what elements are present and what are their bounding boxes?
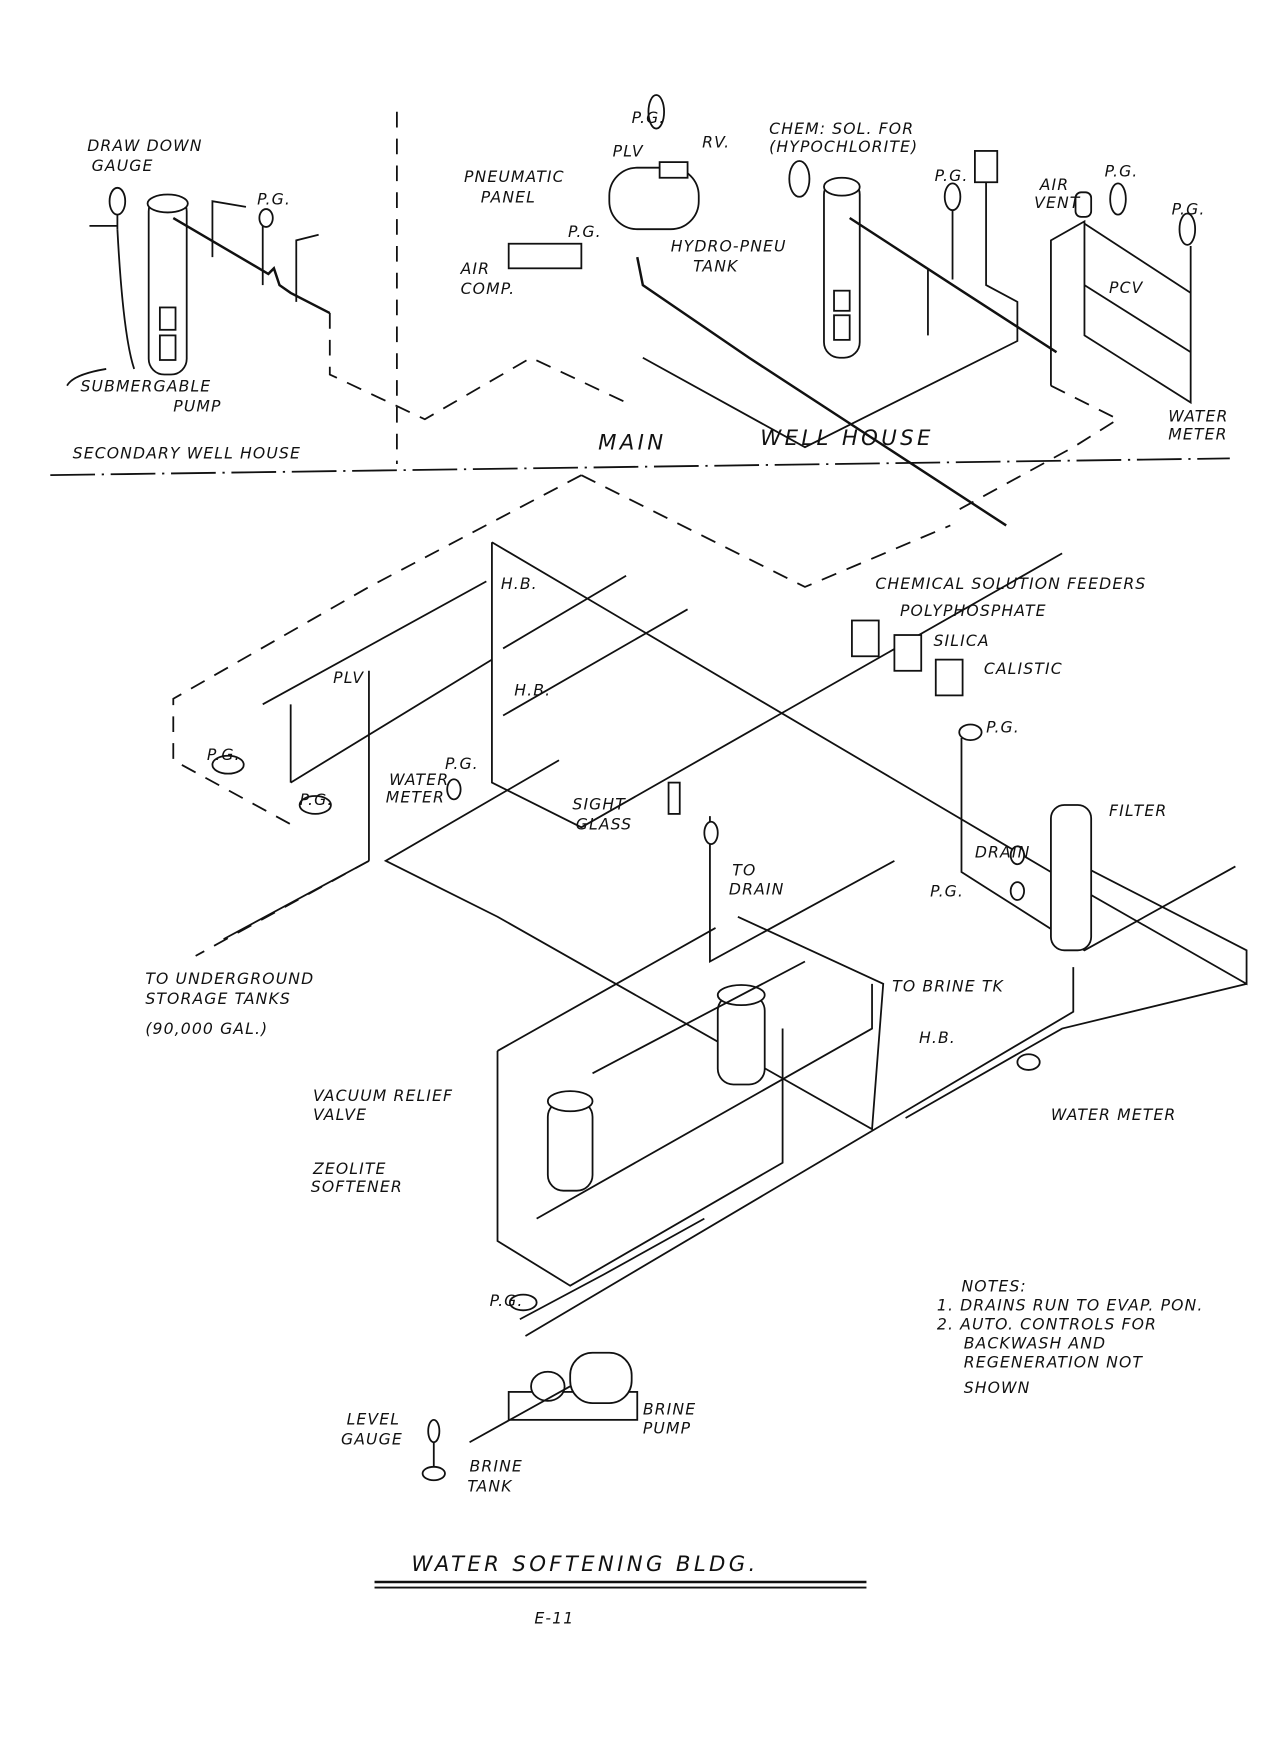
- label-draw-down-gauge-2: GAUGE: [92, 156, 154, 175]
- label-water-meter-2: METER: [1168, 424, 1227, 443]
- label-to-storage-3: (90,000 GAL.): [145, 1019, 268, 1038]
- label-pg: P.G.: [445, 754, 479, 773]
- note-line: SHOWN: [964, 1378, 1031, 1397]
- label-zeolite-1: ZEOLITE: [312, 1159, 386, 1178]
- main-well-house-title-2: WELL HOUSE: [760, 426, 933, 451]
- label-water-meter-left-2: METER: [386, 788, 445, 807]
- label-to-brine-tk: TO BRINE TK: [892, 977, 1004, 996]
- label-pcv: PCV: [1109, 278, 1144, 297]
- secondary-well: [66, 186, 627, 421]
- label-hb: H.B.: [514, 680, 551, 699]
- label-vacuum-relief-2: VALVE: [313, 1105, 367, 1124]
- label-chem-sol-2: (HYPOCHLORITE): [769, 137, 918, 156]
- label-brine-tank-1: BRINE: [470, 1456, 523, 1475]
- label-hydro-tank-1: HYDRO-PNEU: [671, 237, 787, 256]
- main-well: [507, 94, 1197, 527]
- label-zeolite-2: SOFTENER: [311, 1177, 403, 1196]
- note-line: BACKWASH AND: [964, 1333, 1107, 1352]
- section-divider-horizontal: [50, 457, 1230, 477]
- label-submergable-pump-2: PUMP: [173, 396, 221, 415]
- label-chem-feeders: CHEMICAL SOLUTION FEEDERS: [875, 574, 1146, 593]
- softening-piping: [172, 474, 1248, 1482]
- label-pg: P.G.: [935, 166, 969, 185]
- label-air-comp-1: AIR: [460, 259, 491, 278]
- label-silica: SILICA: [934, 631, 990, 650]
- label-pg: P.G.: [300, 790, 334, 809]
- label-to-storage-1: TO UNDERGROUND: [145, 969, 314, 988]
- label-pg: P.G.: [986, 717, 1020, 736]
- label-pg: P.G.: [257, 190, 291, 209]
- label-draw-down-gauge-1: DRAW DOWN: [87, 136, 202, 155]
- label-sight-glass-2: GLASS: [576, 815, 632, 834]
- label-pneumatic-panel-1: PNEUMATIC: [464, 167, 565, 186]
- label-brine-pump-1: BRINE: [643, 1399, 696, 1418]
- label-pg-panel: P.G.: [568, 222, 602, 241]
- label-brine-tank-2: TANK: [467, 1476, 513, 1495]
- label-rv: RV.: [702, 133, 730, 152]
- label-pg: P.G.: [207, 745, 241, 764]
- label-hb: H.B.: [919, 1028, 956, 1047]
- label-to-drain-2: DRAIN: [729, 879, 785, 898]
- label-air-comp-2: COMP.: [461, 279, 516, 298]
- label-to-storage-2: STORAGE TANKS: [145, 989, 291, 1008]
- label-to-drain-1: TO: [732, 860, 756, 879]
- drawing-title: WATER SOFTENING BLDG.: [411, 1552, 758, 1577]
- sheet-number: E-11: [534, 1608, 574, 1627]
- label-chem-sol-1: CHEM: SOL. FOR: [769, 119, 914, 138]
- label-vacuum-relief-1: VACUUM RELIEF: [313, 1086, 453, 1105]
- label-pg: P.G.: [930, 882, 964, 901]
- label-level-gauge-1: LEVEL: [347, 1409, 400, 1428]
- label-pg: P.G.: [1105, 162, 1139, 181]
- label-pneumatic-panel-2: PANEL: [481, 187, 536, 206]
- note-line: 2. AUTO. CONTROLS FOR: [937, 1314, 1157, 1333]
- notes: NOTES: 1. DRAINS RUN TO EVAP. PON. 2. AU…: [937, 1276, 1204, 1397]
- label-pg: P.G.: [632, 108, 666, 127]
- label-water-meter-left-1: WATER: [389, 770, 449, 789]
- label-hydro-tank-2: TANK: [693, 257, 739, 276]
- notes-heading: NOTES:: [961, 1276, 1026, 1295]
- label-filter: FILTER: [1109, 801, 1167, 820]
- label-brine-pump-2: PUMP: [643, 1418, 691, 1437]
- label-air-vent-2: VENT: [1034, 193, 1081, 212]
- label-polyphosphate: POLYPHOSPHATE: [900, 601, 1047, 620]
- label-level-gauge-2: GAUGE: [341, 1429, 403, 1448]
- label-sight-glass-1: SIGHT: [572, 794, 626, 813]
- label-drain: DRAIN: [975, 843, 1031, 862]
- note-line: 1. DRAINS RUN TO EVAP. PON.: [937, 1295, 1204, 1314]
- label-pg: P.G.: [490, 1291, 524, 1310]
- label-air-vent-1: AIR: [1039, 175, 1070, 194]
- secondary-well-house-title: SECONDARY WELL HOUSE: [73, 443, 301, 462]
- label-water-meter-1: WATER: [1168, 406, 1228, 425]
- label-submergable-pump-1: SUBMERGABLE: [80, 376, 211, 395]
- label-calistic: CALISTIC: [984, 659, 1063, 678]
- label-pg: P.G.: [1172, 200, 1206, 219]
- label-hb: H.B.: [501, 574, 538, 593]
- label-plv: PLV: [613, 142, 644, 161]
- note-line: REGENERATION NOT: [964, 1352, 1144, 1371]
- label-plv: PLV: [333, 668, 364, 687]
- main-well-house-title-1: MAIN: [598, 430, 666, 455]
- label-water-meter-right: WATER METER: [1051, 1105, 1177, 1124]
